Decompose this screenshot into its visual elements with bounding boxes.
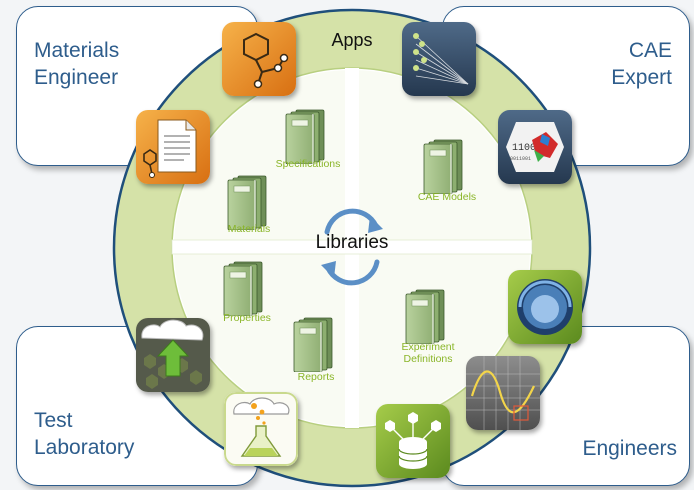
apps-title: Apps — [331, 30, 373, 50]
vertical-divider — [345, 68, 359, 428]
flask-cloud-app-icon[interactable] — [224, 392, 298, 466]
database-network-app-icon[interactable] — [376, 404, 450, 478]
properties-books-icon — [223, 261, 263, 316]
cae-expert-label: CAE Expert — [611, 39, 672, 89]
circular-target-app-icon[interactable] — [508, 270, 582, 344]
reports-books-icon — [293, 317, 333, 372]
specifications-books-icon — [285, 109, 325, 164]
cae-models-books-icon — [423, 139, 463, 194]
materials-engineer-label: Materials Engineer — [34, 39, 120, 89]
molecule-app-icon[interactable] — [222, 22, 296, 96]
document-molecule-app-icon[interactable] — [136, 110, 210, 184]
waveform-grid-app-icon[interactable] — [466, 356, 540, 430]
cae-mesh-app-icon[interactable]: 1100 0011001 — [498, 110, 572, 184]
experiment-definitions-books-icon — [405, 289, 445, 344]
svg-text:1100: 1100 — [512, 143, 536, 154]
engineers-label: Engineers — [582, 437, 677, 460]
experiment-definitions-label: Experiment Definitions — [401, 341, 455, 365]
libraries-title: Libraries — [315, 232, 389, 253]
materials-books-icon — [227, 175, 267, 230]
svg-text:0011001: 0011001 — [510, 156, 531, 162]
specifications-label: Specifications — [275, 158, 341, 170]
cae-models-label: CAE Models — [417, 191, 477, 203]
materials-label: Materials — [227, 223, 271, 235]
test-laboratory-label: Test Laboratory — [34, 409, 135, 459]
reports-label: Reports — [297, 371, 335, 383]
cloud-upload-app-icon[interactable] — [136, 318, 210, 392]
data-lines-app-icon[interactable] — [402, 22, 476, 96]
properties-label: Properties — [223, 312, 271, 324]
